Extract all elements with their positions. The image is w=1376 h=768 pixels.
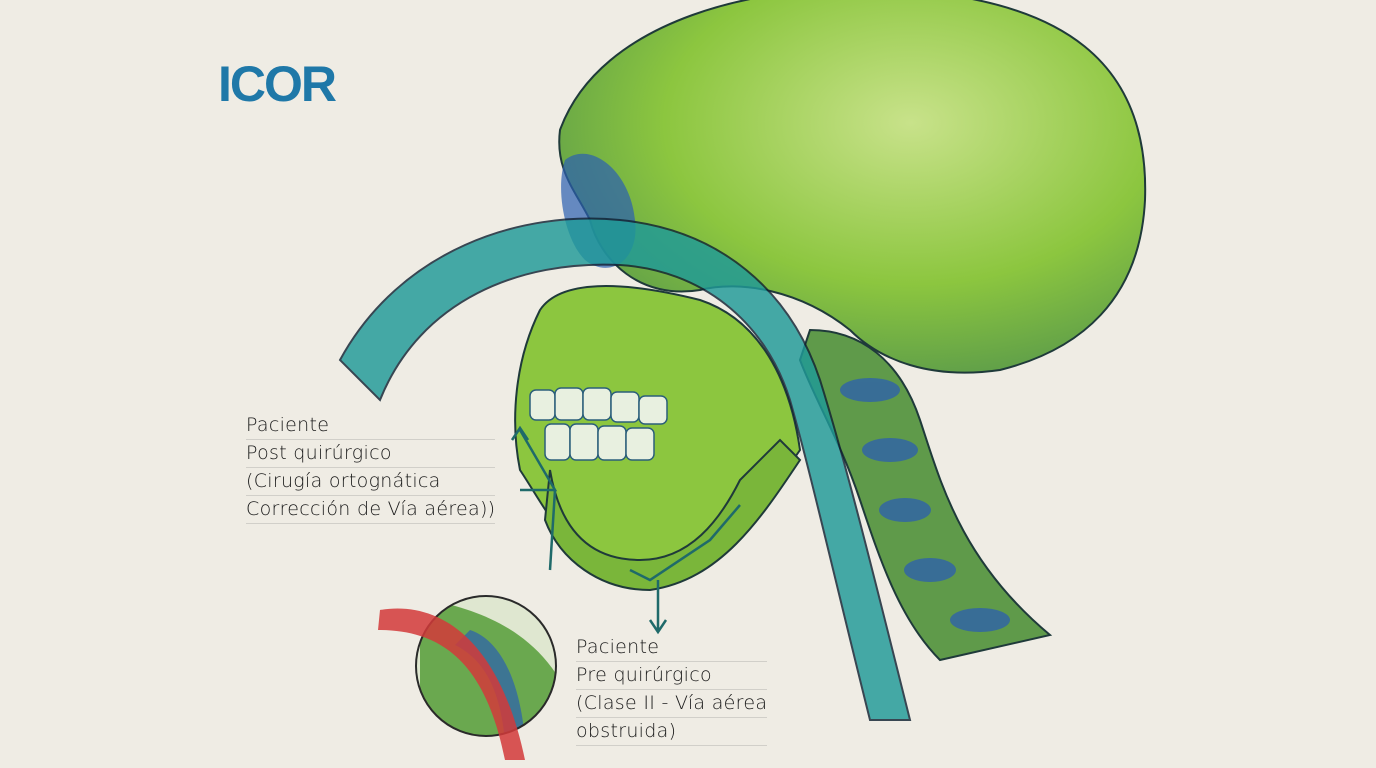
post-surgical-label: Paciente Post quirúrgico (Cirugía ortogn… — [246, 412, 496, 524]
label-line: Corrección de Vía aérea)) — [246, 496, 496, 524]
obstructed-airway-red — [378, 608, 525, 760]
label-line: Post quirúrgico — [246, 440, 496, 468]
label-line: Paciente — [576, 634, 768, 662]
icor-logo: ICOR — [218, 56, 337, 112]
label-line: Paciente — [246, 412, 496, 440]
mandible — [543, 438, 802, 592]
teeth — [529, 387, 668, 461]
label-line: (Cirugía ortognática — [246, 468, 496, 496]
arrows — [510, 425, 741, 635]
label-line: Pre quirúrgico — [576, 662, 768, 690]
airway-band — [338, 217, 912, 721]
label-line: (Clase II - Vía aérea — [576, 690, 768, 718]
pre-surgical-label: Paciente Pre quirúrgico (Clase II - Vía … — [576, 634, 768, 746]
label-line: obstruida) — [576, 718, 768, 746]
